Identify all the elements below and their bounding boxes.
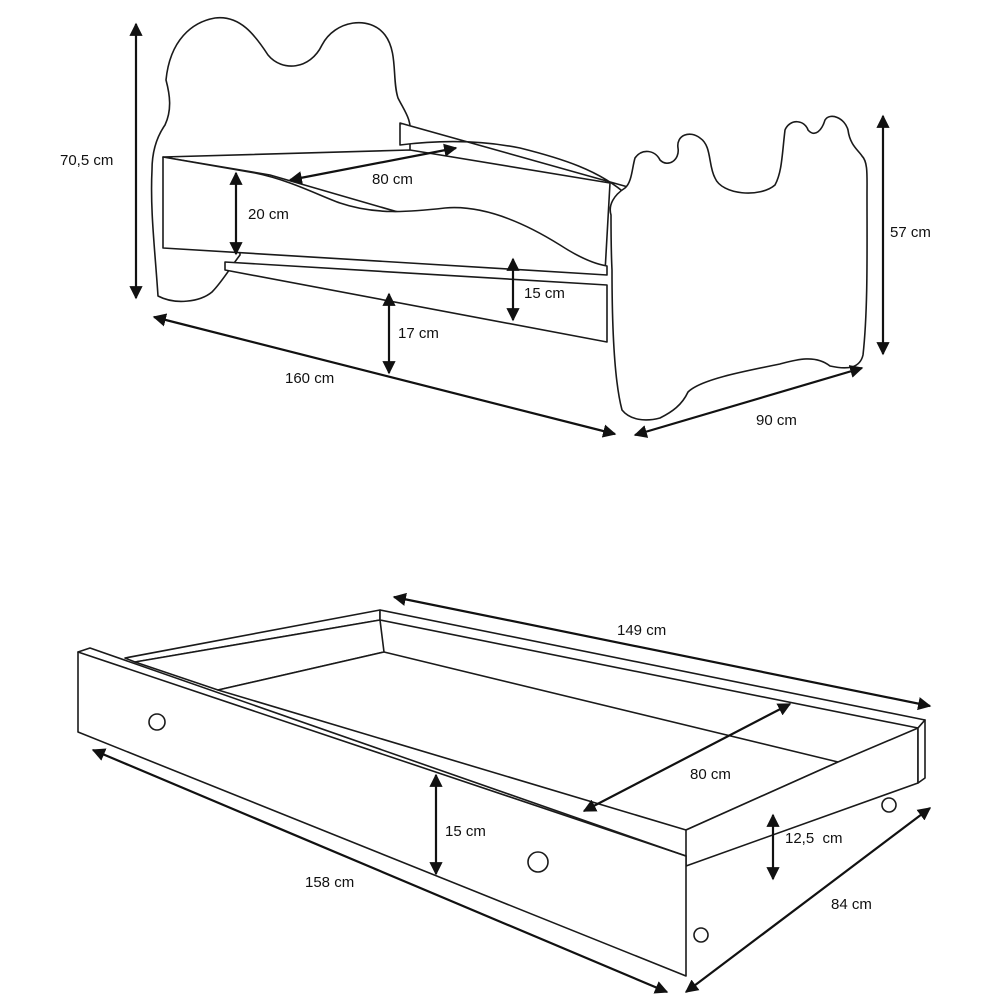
label-front-height: 15 cm — [445, 823, 486, 840]
drawer-dimension-lines — [91, 592, 932, 994]
dim-line-mattress-width — [288, 143, 458, 185]
label-width: 90 cm — [756, 412, 797, 429]
bed-dimension-lines — [129, 22, 890, 438]
label-inner-width: 80 cm — [690, 766, 731, 783]
bed-back-rail — [399, 122, 629, 197]
drawer-handle-right — [527, 851, 549, 873]
label-height-total: 70,5 cm — [60, 152, 113, 169]
dim-line-width — [633, 365, 864, 438]
dim-line-outer-length — [91, 748, 669, 994]
label-outer-length: 158 cm — [305, 874, 354, 891]
label-side-height: 12,5 cm — [785, 830, 843, 847]
drawer-handle-left — [148, 713, 166, 731]
label-side-rail: 20 cm — [248, 206, 289, 223]
bed-front-rail — [162, 156, 608, 276]
dim-line-outer-width — [684, 807, 932, 993]
label-mattress-width: 80 cm — [372, 171, 413, 188]
label-front-panel: 15 cm — [524, 285, 565, 302]
bed-labels: 70,5 cm 80 cm 20 cm 57 cm 15 cm 17 cm 16… — [60, 152, 931, 429]
label-headboard: 57 cm — [890, 224, 931, 241]
drawer-right-end-outer — [917, 719, 926, 784]
dim-line-inner-length — [392, 592, 932, 711]
bed-front-footboard — [609, 115, 868, 421]
drawer-wheel-back — [881, 797, 897, 813]
label-clearance: 17 cm — [398, 325, 439, 342]
label-outer-width: 84 cm — [831, 896, 872, 913]
dim-line-length — [152, 313, 617, 438]
drawer-labels: 149 cm 80 cm 15 cm 12,5 cm 158 cm 84 cm — [305, 622, 872, 913]
label-inner-length: 149 cm — [617, 622, 666, 639]
drawer-wheel-front — [693, 927, 709, 943]
label-length: 160 cm — [285, 370, 334, 387]
